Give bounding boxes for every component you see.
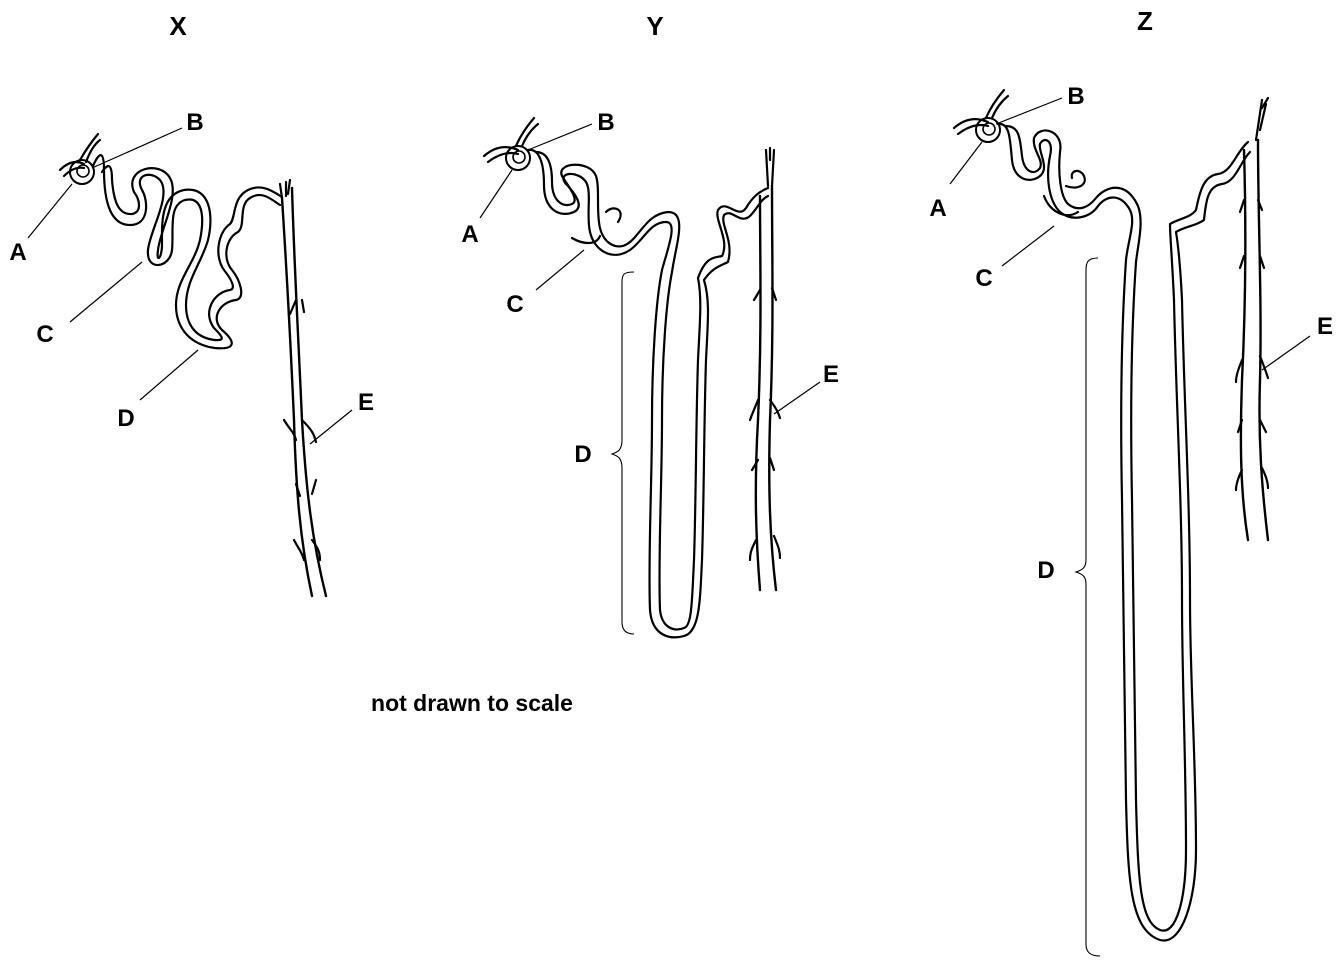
nephron-x-label-d: D (117, 405, 134, 432)
nephron-y-brace (612, 272, 634, 634)
nephron-y-label-c: C (506, 291, 523, 318)
nephron-y-collecting-duct (750, 148, 780, 590)
nephron-x-glomerulus (60, 134, 100, 184)
nephron-z-label-d: D (1037, 557, 1054, 584)
nephron-z: Z (929, 6, 1333, 956)
scale-note: not drawn to scale (371, 690, 573, 716)
nephron-z-label-a: A (929, 195, 946, 222)
nephron-y-glomerulus (484, 118, 538, 170)
nephron-z-glomerulus (954, 90, 1008, 142)
nephron-x-label-c: C (36, 321, 53, 348)
nephron-z-tubule (998, 124, 1250, 941)
nephron-y-label-e: E (823, 361, 839, 388)
nephron-z-label-b: B (1067, 83, 1084, 110)
nephron-y-tubule (528, 150, 768, 637)
nephron-y-label-b: B (597, 109, 614, 136)
nephron-z-label-e: E (1317, 313, 1333, 340)
nephron-z-label-c: C (975, 265, 992, 292)
nephron-z-title: Z (1137, 6, 1153, 36)
nephron-y-leaders (480, 124, 820, 414)
nephron-x-tubule (93, 155, 282, 348)
nephron-x-label-b: B (186, 109, 203, 136)
nephron-y-label-d: D (574, 441, 591, 468)
nephron-y-title: Y (646, 11, 663, 41)
nephron-x-collecting-duct (280, 180, 326, 596)
nephron-x-title: X (169, 11, 187, 41)
nephron-x: X (9, 11, 374, 596)
nephron-y: Y (461, 11, 839, 637)
nephron-z-brace (1076, 258, 1100, 956)
nephron-y-label-a: A (461, 221, 478, 248)
nephron-x-label-a: A (9, 239, 26, 266)
nephron-x-label-e: E (358, 389, 374, 416)
